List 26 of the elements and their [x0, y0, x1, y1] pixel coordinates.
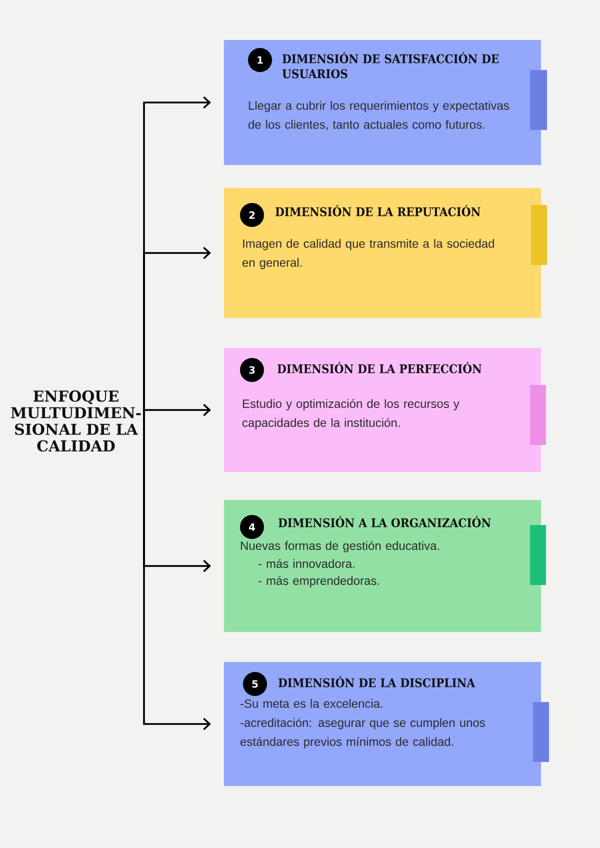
number-badge: 4 [240, 515, 264, 539]
card-text: Nuevas formas de gestión educativa. [241, 541, 439, 552]
card-text: -acreditación: asegurar que se cumplen unos estándares previos mínimos de calidad. [240, 718, 485, 748]
note-card [224, 662, 541, 786]
card-text: - más emprendedoras. [258, 576, 379, 588]
card-heading: DIMENSIÓN DE LA PERFECCIÓN [278, 362, 482, 374]
card-heading: DIMENSIÓN DE SATISFACCIÓN DE USUARIOS [282, 52, 499, 78]
note-card [224, 348, 541, 472]
card-text: Imagen de calidad que transmite a la sociedad en general. [242, 239, 494, 270]
card-text: Llegar a cubrir los requerimientos y expectativas de los clientes, tanto actuales como futuros. [248, 101, 509, 130]
topic-heading: ENFOQUE MULTUDIMEN- SIONAL DE LA CALIDAD [11, 390, 141, 452]
number-badge: 5 [243, 672, 267, 696]
note-card [224, 40, 541, 165]
card-text: -Su meta es la excelencia. [240, 699, 382, 708]
number-badge: 1 [248, 48, 272, 72]
note-card [224, 500, 541, 632]
arrow [143, 404, 211, 421]
arrow [143, 421, 211, 730]
note-card [224, 188, 541, 318]
number-badge: 2 [240, 203, 264, 227]
card-heading: DIMENSIÓN DE LA REPUTACIÓN [276, 205, 480, 216]
card-heading: DIMENSIÓN A LA ORGANIZACIÓN [278, 516, 491, 528]
card-text: Estudio y optimización de los recursos y capacidades de la institución. [242, 399, 460, 430]
card-text: - más innovadora. [258, 559, 354, 568]
card-heading: DIMENSIÓN DE LA DISCIPLINA [278, 676, 476, 688]
number-badge: 3 [240, 358, 264, 382]
